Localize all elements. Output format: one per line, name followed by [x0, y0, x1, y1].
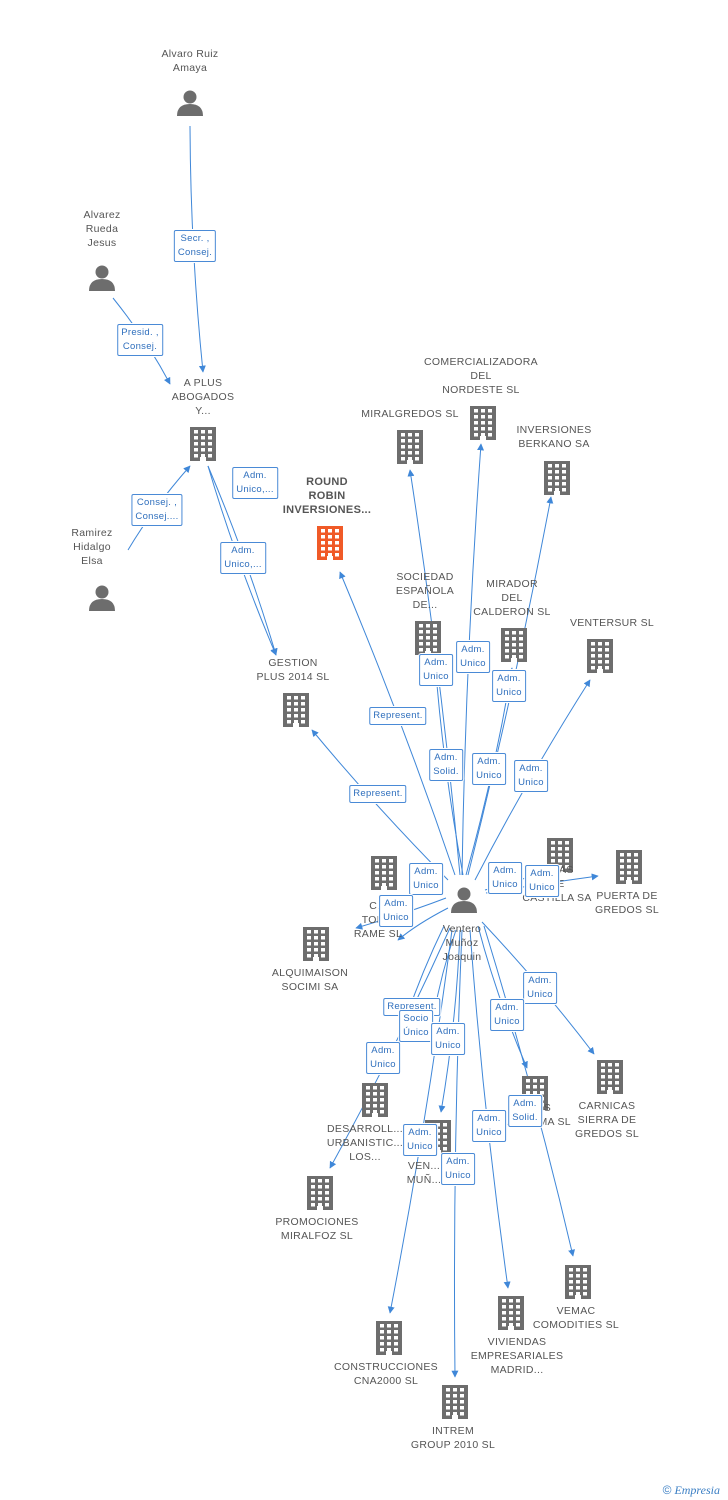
- edge-ventero-to-ventero2: [438, 929, 461, 1113]
- edge-ventero-to-toro: [397, 907, 449, 941]
- edge-label-ventero-to-toro[interactable]: Adm. Unico: [409, 863, 443, 895]
- edge-label-ventero-to-miralfoz[interactable]: Adm. Unico: [366, 1042, 400, 1074]
- node-label-desarrollos[interactable]: DESARROLL... URBANISTIC... LOS...: [326, 1123, 404, 1163]
- edge-ventero-to-cna: [387, 929, 453, 1314]
- building-icon-berkano[interactable]: [544, 461, 570, 495]
- edge-label-ventero-to-farma[interactable]: Adm. Unico: [490, 999, 524, 1031]
- node-label-alvaro[interactable]: Alvaro Ruiz Amaya: [161, 48, 219, 74]
- edge-label-ventero-to-round[interactable]: Represent.: [369, 707, 427, 725]
- node-label-round[interactable]: ROUND ROBIN INVERSIONES...: [282, 476, 372, 516]
- node-label-intrem[interactable]: INTREM GROUP 2010 SL: [410, 1425, 496, 1451]
- node-label-viviendas[interactable]: VIVIENDAS EMPRESARIALES MADRID...: [470, 1336, 564, 1376]
- node-label-alvarez[interactable]: Alvarez Rueda Jesus: [83, 209, 121, 249]
- building-icon-viviendas[interactable]: [498, 1296, 524, 1330]
- edge-label-ventero-to-berkano[interactable]: Adm. Unico: [492, 670, 526, 702]
- footer-brand[interactable]: © Empresia: [663, 1483, 720, 1498]
- edge-label-alvaro-to-aplus[interactable]: Secr. , Consej.: [173, 230, 217, 262]
- building-icon-sociedad[interactable]: [415, 621, 441, 655]
- node-label-comercializadora[interactable]: COMERCIALIZADORA DEL NORDESTE SL: [424, 356, 538, 396]
- building-icon-intrem[interactable]: [442, 1385, 468, 1419]
- node-label-ventero[interactable]: Ventero Muñoz Joaquin: [442, 923, 482, 963]
- edge-ventero-to-farma: [477, 925, 528, 1069]
- edge-label-ventero-to-gestion[interactable]: Represent.: [349, 785, 407, 803]
- edge-label-ventero-to-puerta[interactable]: Adm. Unico: [525, 865, 559, 897]
- node-label-carnicas[interactable]: CARNICAS SIERRA DE GREDOS SL: [575, 1100, 639, 1140]
- edge-label-aplus-to-gestion[interactable]: Adm. Unico,...: [220, 542, 266, 574]
- building-icon-puerta[interactable]: [616, 850, 642, 884]
- node-label-miralgredos[interactable]: MIRALGREDOS SL: [361, 408, 459, 420]
- edge-label-ventero-to-vemac[interactable]: Adm. Solid.: [508, 1095, 542, 1127]
- building-icon-miralfoz[interactable]: [307, 1176, 333, 1210]
- edge-label-ventero-to-intrem[interactable]: Adm. Unico: [441, 1153, 475, 1185]
- building-icon-toro[interactable]: [371, 856, 397, 890]
- building-icon-alquimaison[interactable]: [303, 927, 329, 961]
- edge-label-ventero-to-mirador[interactable]: Adm. Unico: [472, 753, 506, 785]
- edge-label-ventero-to-comercializadora[interactable]: Adm. Unico: [456, 641, 490, 673]
- person-icon-alvarez[interactable]: [89, 265, 115, 292]
- building-icon-ventersur[interactable]: [587, 639, 613, 673]
- copyright-icon: ©: [662, 1483, 672, 1497]
- brand-name: Empresia: [674, 1483, 720, 1497]
- edge-label-ventero-to-cna[interactable]: Adm. Unico: [403, 1124, 437, 1156]
- node-label-gestion[interactable]: GESTION PLUS 2014 SL: [256, 657, 330, 683]
- building-icon-mirador[interactable]: [501, 628, 527, 662]
- node-label-ramirez[interactable]: Ramirez Hidalgo Elsa: [71, 527, 113, 567]
- building-icon-gestion[interactable]: [283, 693, 309, 727]
- building-icon-cna[interactable]: [376, 1321, 402, 1355]
- node-label-aplus[interactable]: A PLUS ABOGADOS Y...: [171, 377, 235, 417]
- edge-label-ventero-to-viviendas[interactable]: Adm. Unico: [472, 1110, 506, 1142]
- edge-label-alvarez-to-aplus[interactable]: Presid. , Consej.: [117, 324, 163, 356]
- edge-label-ramirez-to-aplus[interactable]: Consej. , Consej....: [131, 494, 183, 526]
- node-label-sociedad[interactable]: SOCIEDAD ESPAÑOLA DE...: [395, 571, 455, 611]
- building-icon-desarrollos[interactable]: [362, 1083, 388, 1117]
- building-icon-aplus[interactable]: [190, 427, 216, 461]
- edge-label-ventero-to-sistemas[interactable]: Adm. Unico: [488, 862, 522, 894]
- building-icon-miralgredos[interactable]: [397, 430, 423, 464]
- edge-label-ventero-to-ventero2[interactable]: Socio Único: [399, 1010, 433, 1042]
- edge-label-ventero-to-miralgredos[interactable]: Adm. Unico: [419, 654, 453, 686]
- node-label-ventersur[interactable]: VENTERSUR SL: [569, 617, 655, 629]
- node-label-alquimaison[interactable]: ALQUIMAISON SOCIMI SA: [271, 967, 349, 993]
- edge-ventero-to-viviendas: [469, 929, 511, 1289]
- edge-label-ventero-to-ventersur[interactable]: Adm. Unico: [514, 760, 548, 792]
- node-label-berkano[interactable]: INVERSIONES BERKANO SA: [516, 424, 592, 450]
- node-label-puerta[interactable]: PUERTA DE GREDOS SL: [595, 890, 659, 916]
- node-label-mirador[interactable]: MIRADOR DEL CALDERON SL: [473, 578, 551, 618]
- edge-label-aplus-to-gestion[interactable]: Adm. Unico,...: [232, 467, 278, 499]
- edge-label-ventero-to-carnicas[interactable]: Adm. Unico: [523, 972, 557, 1004]
- person-icon-ramirez[interactable]: [89, 585, 115, 612]
- node-label-ventero2[interactable]: VEN... MUÑ...: [406, 1160, 442, 1186]
- building-icon-carnicas[interactable]: [597, 1060, 623, 1094]
- edge-ventero-to-gestion: [311, 729, 449, 881]
- person-icon-alvaro[interactable]: [177, 90, 203, 117]
- building-icon-vemac[interactable]: [565, 1265, 591, 1299]
- node-label-miralfoz[interactable]: PROMOCIONES MIRALFOZ SL: [275, 1216, 359, 1242]
- node-label-toro[interactable]: C... TOR... RAME SL: [353, 900, 403, 940]
- edge-label-ventero-to-ventero2[interactable]: Adm. Unico: [431, 1023, 465, 1055]
- building-icon-comercializadora[interactable]: [470, 406, 496, 440]
- node-label-vemac[interactable]: VEMAC COMODITIES SL: [532, 1305, 620, 1331]
- person-icon-ventero[interactable]: [451, 887, 477, 914]
- node-label-cna[interactable]: CONSTRUCCIONES CNA2000 SL: [334, 1361, 438, 1387]
- building-icon-round[interactable]: [317, 526, 343, 560]
- edge-label-ventero-to-toro[interactable]: Adm. Unico: [379, 895, 413, 927]
- edge-label-ventero-to-sociedad[interactable]: Adm. Solid.: [429, 749, 463, 781]
